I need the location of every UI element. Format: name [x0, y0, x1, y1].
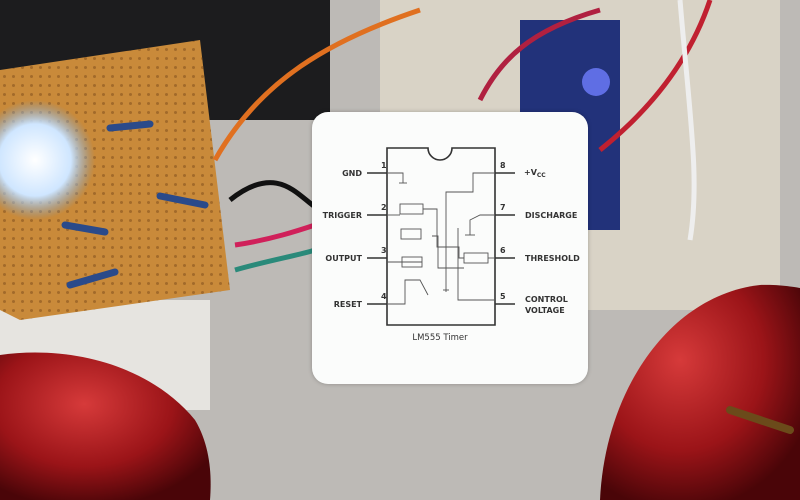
pin-label-trigger: TRIGGER: [323, 211, 362, 220]
wire-red: [234, 222, 316, 248]
led-glow: [0, 100, 95, 220]
pin-number-3: 3: [381, 246, 387, 255]
resistors: [61, 120, 209, 289]
pin-number-5: 5: [500, 292, 506, 301]
wire-green: [234, 247, 316, 273]
pin-number-1: 1: [381, 161, 387, 170]
wire-white: [677, 0, 697, 241]
pin-number-8: 8: [500, 161, 506, 170]
diagram-caption: LM555 Timer: [412, 333, 468, 343]
pin-number-6: 6: [500, 246, 506, 255]
pin-label-voltage: VOLTAGE: [525, 306, 565, 315]
pin-number-4: 4: [381, 292, 387, 301]
pin-numbers: 1 2 3 4 8 7 6 5: [381, 161, 506, 301]
pin-number-2: 2: [381, 203, 387, 212]
apple-left: [0, 352, 211, 500]
wire-dark-red: [477, 7, 601, 102]
wire-red-2: [598, 0, 713, 152]
vcc-subscript: CC: [537, 172, 546, 179]
pin-label-threshold: THRESHOLD: [525, 254, 580, 263]
pin-label-output: OUTPUT: [325, 254, 362, 263]
pin-label-reset: RESET: [334, 300, 363, 309]
pin-label-gnd: GND: [342, 169, 362, 178]
pin-labels: GND TRIGGER OUTPUT RESET +VCC DISCHARGE …: [323, 168, 580, 315]
apple-right: [600, 284, 800, 500]
vcc-label: +V: [524, 168, 538, 177]
pin-label-control: CONTROL: [525, 295, 568, 304]
board-led: [582, 68, 610, 96]
ic-body: [386, 147, 496, 326]
pin-label-discharge: DISCHARGE: [525, 211, 577, 220]
wire-orange: [212, 7, 421, 162]
pin-label-vcc: +VCC: [524, 168, 546, 179]
pin-number-7: 7: [500, 203, 506, 212]
internal-circuit: [387, 172, 495, 305]
diagram-card: [312, 112, 588, 384]
apple-stem: [726, 406, 794, 434]
